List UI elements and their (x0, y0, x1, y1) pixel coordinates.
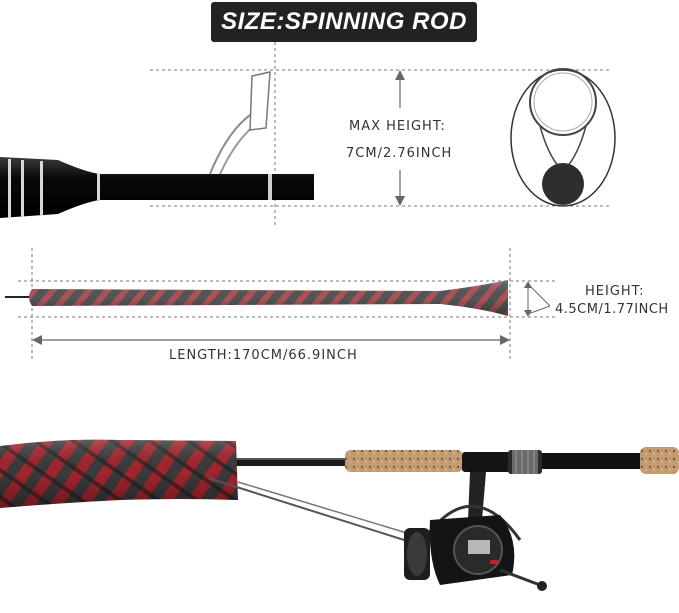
spinning-reel-icon (404, 472, 547, 591)
length-arrow (32, 335, 510, 345)
height-label: HEIGHT: (585, 284, 645, 299)
max-height-arrow (395, 70, 405, 206)
title-badge: SIZE:SPINNING ROD (211, 2, 477, 42)
max-height-value: 7CM/2.76INCH (346, 146, 453, 161)
height-value: 4.5CM/1.77INCH (555, 302, 669, 317)
rod-with-sleeve-photo (0, 439, 679, 546)
page-title: SIZE:SPINNING ROD (221, 8, 467, 35)
rod-tip-cross-section-icon (0, 42, 612, 228)
rod-sleeve-diagram (5, 248, 555, 362)
length-label: LENGTH:170CM/66.9INCH (169, 348, 358, 363)
max-height-label: MAX HEIGHT: (349, 119, 446, 134)
line-guide-ring-icon (510, 68, 616, 207)
